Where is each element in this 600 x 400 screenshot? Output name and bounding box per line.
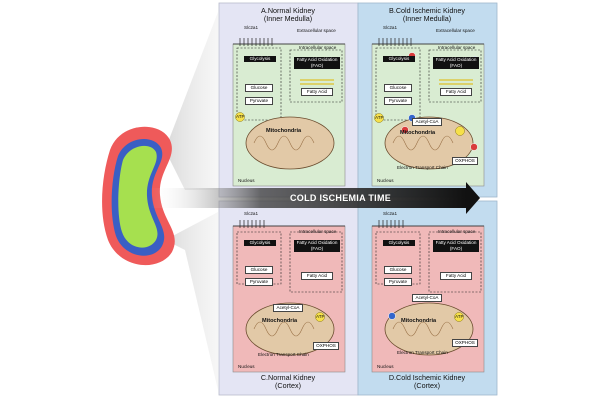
panel-a-title: A.Normal Kidney (Inner Medulla) <box>230 7 346 23</box>
panel-d-transporter: Slc2a1 <box>383 211 398 216</box>
magnify-beam-top <box>165 12 218 190</box>
panel-d-pyruvate: Pyruvate <box>384 278 412 286</box>
panel-b-pyruvate: Pyruvate <box>384 97 412 105</box>
panel-a-transporter: Slc2a1 <box>244 25 259 30</box>
panel-c-nucleus: Nucleus <box>238 364 255 369</box>
panel-a-mitochondria: Mitochondria <box>266 128 302 134</box>
panel-b-intracellular: Intracellular space <box>438 45 476 50</box>
panel-c-fao: Fatty Acid Oxidation (FAO) <box>294 240 340 252</box>
panel-b-glucose: Glucose <box>384 84 412 92</box>
panel-b-atp: ATP <box>375 115 384 120</box>
panel-d-nucleus: Nucleus <box>377 364 394 369</box>
panel-c-glucose: Glucose <box>245 266 273 274</box>
panel-c-fatty-acid: Fatty Acid <box>301 272 333 280</box>
panel-c-transporter: Slc2a1 <box>244 211 259 216</box>
panel-b-glycolysis: Glycolysis <box>383 56 415 62</box>
panel-c-acetyl-coa: Acetyl-CoA <box>273 304 303 312</box>
panel-c-title-line1: C.Normal Kidney <box>260 373 316 382</box>
panel-a-intracellular: Intracellular space <box>299 45 337 50</box>
time-arrow-head <box>466 182 480 214</box>
panel-d-fatty-acid: Fatty Acid <box>440 272 472 280</box>
panel-b-mitochondria: Mitochondria <box>400 130 436 136</box>
panel-d-fao: Fatty Acid Oxidation (FAO) <box>433 240 479 252</box>
panel-b-title-line1: B.Cold Ischemic Kidney <box>389 6 465 15</box>
panel-c-title-line2: (Cortex) <box>275 381 301 390</box>
panel-b-transporter: Slc2a1 <box>383 25 398 30</box>
panel-a-pyruvate: Pyruvate <box>245 97 273 105</box>
panel-d-mitochondria: Mitochondria <box>401 318 437 324</box>
magnify-beam-bottom <box>165 212 218 390</box>
panel-a-fatty-acid: Fatty Acid <box>301 88 333 96</box>
panel-a-title-line1: A.Normal Kidney <box>261 6 315 15</box>
kidney-inner <box>118 145 158 248</box>
panel-d-acetyl-coa: Acetyl-CoA <box>412 294 442 302</box>
panel-c-etc: Electron Transport Chain <box>258 352 309 357</box>
panel-b-extracellular: Extracellular space <box>436 28 475 33</box>
atp-circles <box>235 112 465 322</box>
panel-c-pyruvate: Pyruvate <box>245 278 273 286</box>
panel-d-title-line2: (Cortex) <box>414 381 440 390</box>
panel-a-nucleus: Nucleus <box>238 178 255 183</box>
dashed-regions <box>236 47 482 293</box>
panel-d-title-line1: D.Cold Ischemic Kidney <box>388 373 466 382</box>
panel-c-glycolysis: Glycolysis <box>244 240 276 246</box>
panel-c-intracellular: Intracellular space <box>299 229 337 234</box>
panel-b-etc: Electron Transport Chain <box>397 165 448 170</box>
panel-a-title-line2: (Inner Medulla) <box>263 14 313 23</box>
time-arrow-shaft <box>150 188 466 208</box>
panel-b-membrane <box>372 38 484 46</box>
panel-b-oxphos: OXPHOS <box>452 157 478 165</box>
panel-d-membrane <box>372 220 484 228</box>
panel-c-membrane <box>233 220 345 228</box>
panel-d-etc: Electron Transport Chain <box>397 350 448 355</box>
cold-ischemia-time-label: COLD ISCHEMIA TIME <box>290 193 392 203</box>
panel-a-fao: Fatty Acid Oxidation (FAO) <box>294 57 340 69</box>
panel-a-membrane <box>233 38 345 46</box>
panel-b-acetyl-coa: Acetyl-CoA <box>412 118 442 126</box>
panel-a-extracellular: Extracellular space <box>297 28 336 33</box>
panel-d-atp: ATP <box>455 314 464 319</box>
panel-a-atp: ATP <box>236 114 245 119</box>
panel-b-fao: Fatty Acid Oxidation (FAO) <box>433 57 479 69</box>
fatty-acid-arrows <box>300 79 473 85</box>
panel-c-oxphos: OXPHOS <box>313 342 339 350</box>
panel-c-mitochondria: Mitochondria <box>262 318 298 324</box>
panel-b-title-line2: (Inner Medulla) <box>402 14 452 23</box>
panel-d-intracellular: Intracellular space <box>438 229 476 234</box>
panel-d-glycolysis: Glycolysis <box>383 240 415 246</box>
panel-c-atp: ATP <box>316 314 325 319</box>
panel-a-glucose: Glucose <box>245 84 273 92</box>
panel-d-glucose: Glucose <box>384 266 412 274</box>
panel-b-title: B.Cold Ischemic Kidney (Inner Medulla) <box>369 7 485 23</box>
panel-d-title: D.Cold Ischemic Kidney (Cortex) <box>369 374 485 390</box>
panel-d-oxphos: OXPHOS <box>452 339 478 347</box>
mitochondria-cristae <box>253 135 454 337</box>
panel-b-nucleus: Nucleus <box>377 178 394 183</box>
panel-b-fatty-acid: Fatty Acid <box>440 88 472 96</box>
panel-c-title: C.Normal Kidney (Cortex) <box>230 374 346 390</box>
panel-a-glycolysis: Glycolysis <box>244 56 276 62</box>
